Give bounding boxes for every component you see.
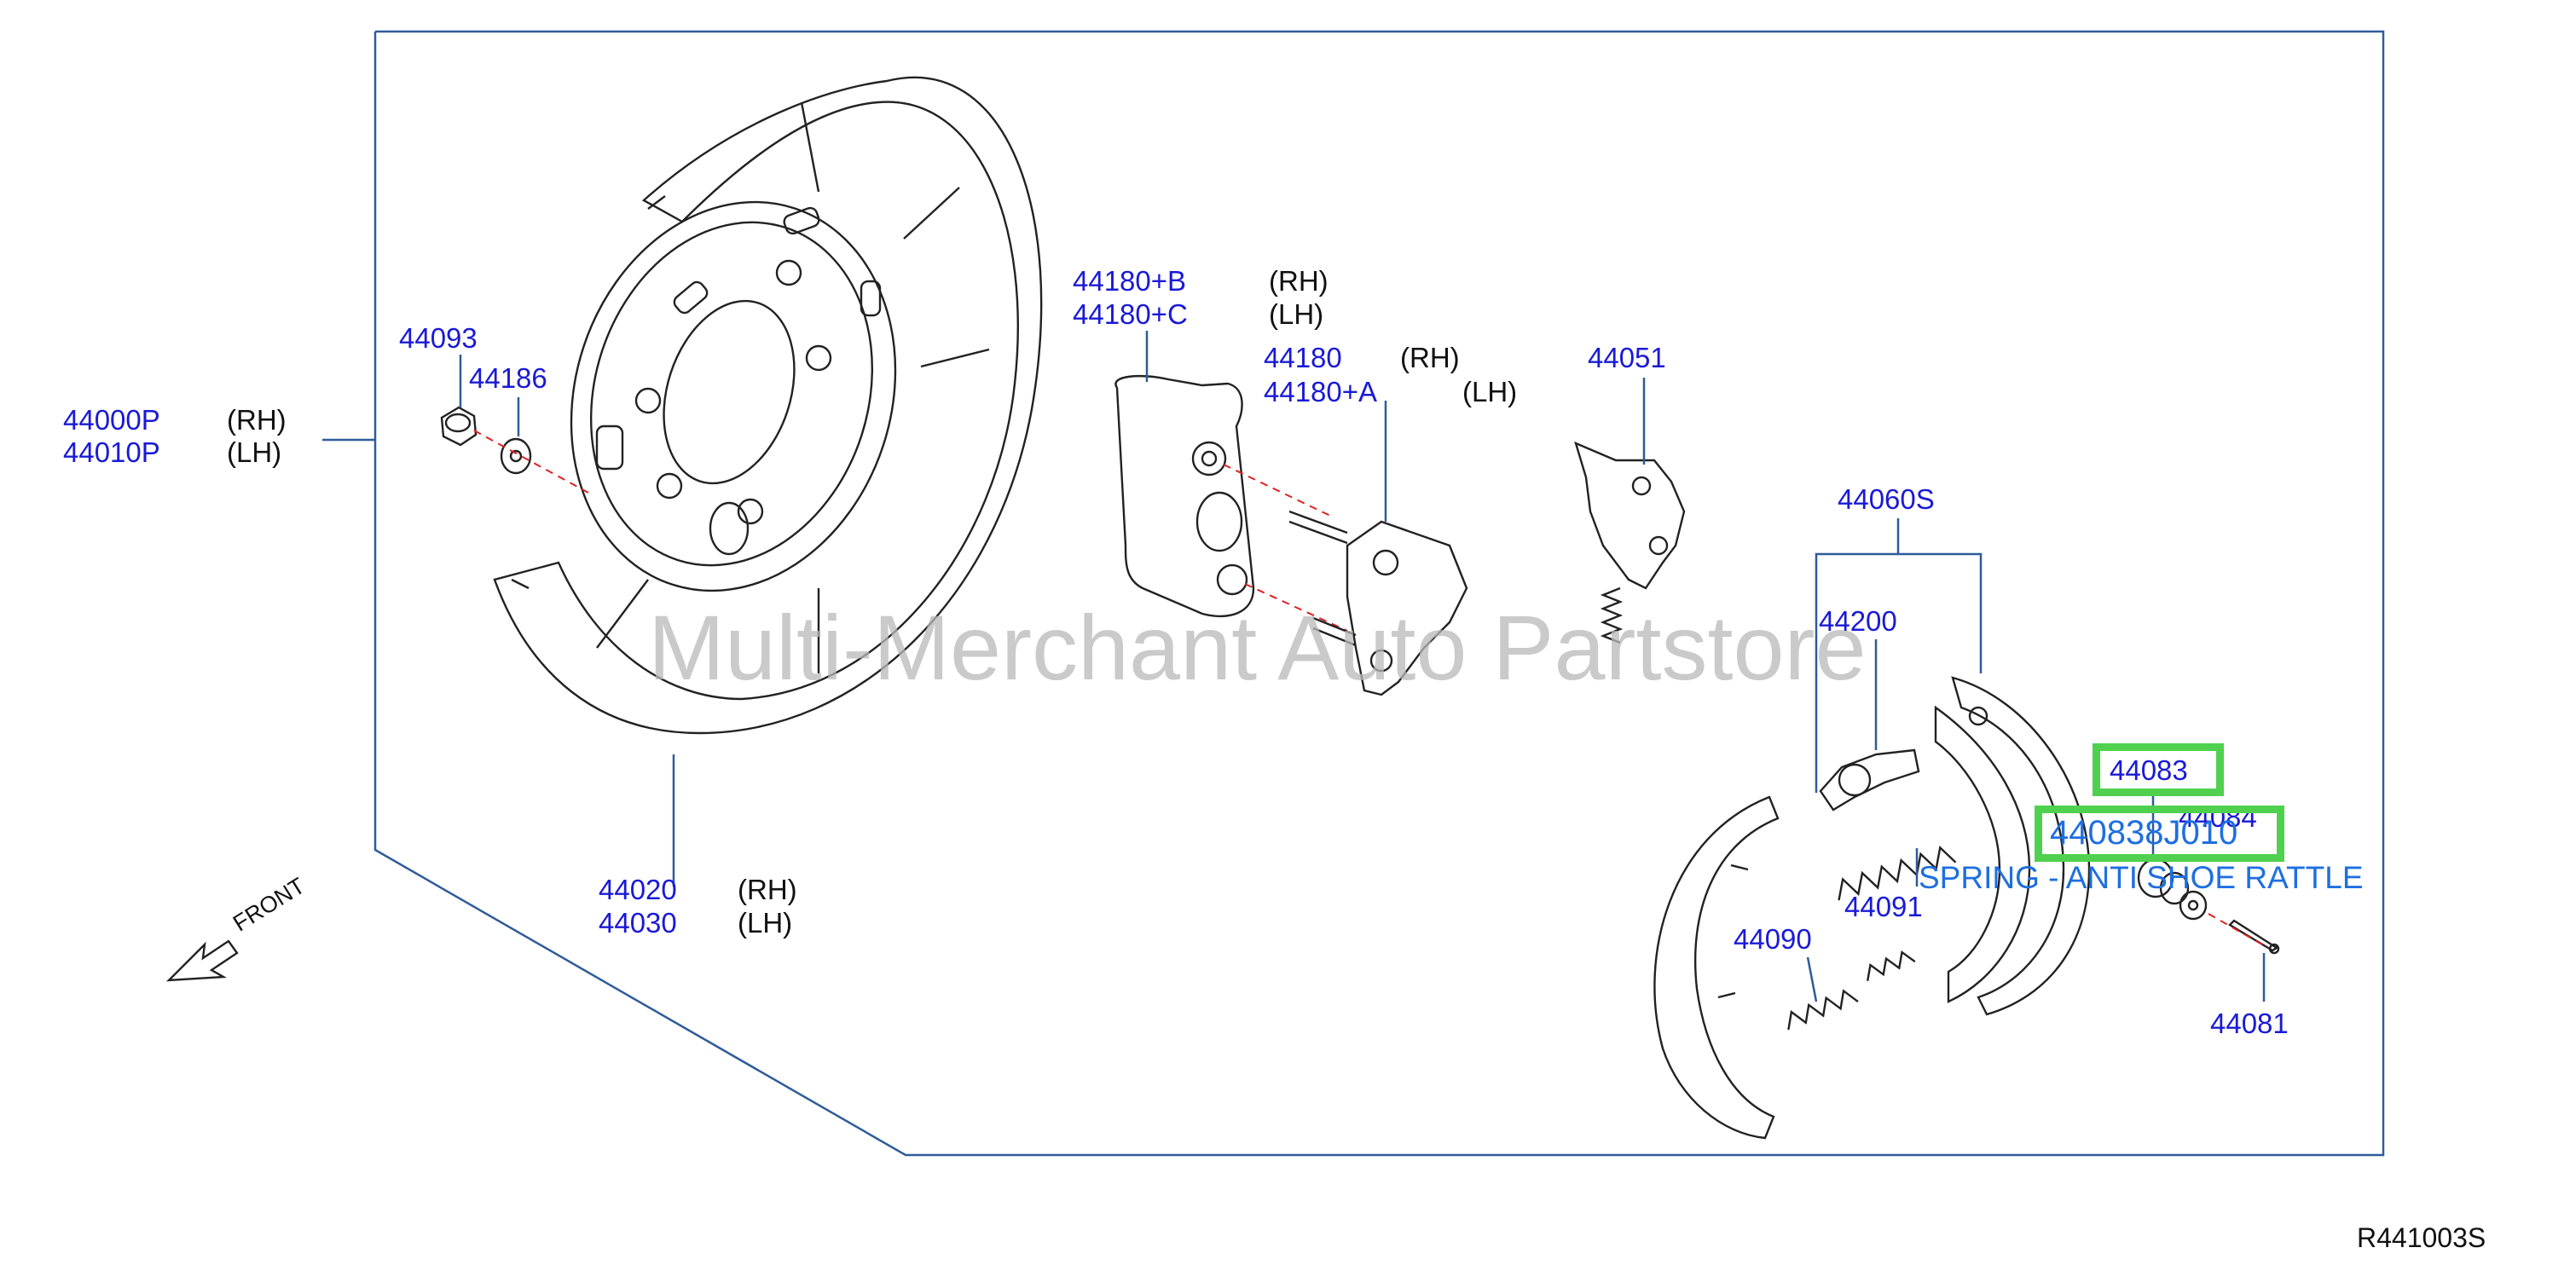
assembly-frame — [373, 30, 2385, 1157]
part-description: SPRING - ANTI SHOE RATTLE — [1919, 860, 2364, 895]
nut-washer — [440, 406, 532, 475]
label-44180C-side: (LH) — [1269, 298, 1324, 330]
leader-44090 — [1806, 956, 1818, 1002]
label-44081[interactable]: 44081 — [2210, 1008, 2289, 1039]
diagram-ref: R441003S — [2357, 1222, 2486, 1253]
highlight-box-440838J010 — [2035, 806, 2284, 862]
label-44200[interactable]: 44200 — [1819, 605, 1897, 637]
dash-bracket-2 — [1244, 583, 1348, 632]
label-44000P-side: (RH) — [227, 404, 287, 436]
brake-shoes — [1653, 676, 2091, 1140]
label-44090[interactable]: 44090 — [1734, 923, 1812, 955]
label-44186[interactable]: 44186 — [469, 362, 547, 394]
bracket-44180B — [1114, 374, 1255, 618]
label-44180-side: (RH) — [1400, 342, 1460, 373]
label-44180B[interactable]: 44180+B — [1073, 265, 1187, 297]
label-44030-side: (LH) — [738, 907, 793, 939]
caliper-44180 — [1288, 510, 1468, 696]
label-44000P[interactable]: 44000P — [63, 404, 160, 436]
label-44180A[interactable]: 44180+A — [1264, 376, 1378, 407]
adjuster-44200 — [1819, 748, 1920, 812]
label-44030[interactable]: 44030 — [599, 907, 677, 939]
front-arrow — [165, 939, 239, 982]
label-44093[interactable]: 44093 — [399, 322, 478, 354]
label-44010P-side: (LH) — [227, 436, 282, 468]
backing-plate — [493, 76, 1043, 735]
label-44091[interactable]: 44091 — [1844, 891, 1923, 922]
label-44180C[interactable]: 44180+C — [1073, 298, 1188, 330]
label-440838J010[interactable]: 440838J010 — [2050, 814, 2238, 852]
dash-retainer — [2208, 913, 2269, 949]
label-44180[interactable]: 44180 — [1264, 342, 1342, 373]
label-44083[interactable]: 44083 — [2110, 754, 2188, 786]
label-44060S[interactable]: 44060S — [1838, 483, 1935, 515]
dash-bracket-1 — [1223, 464, 1331, 517]
lever-44051 — [1574, 441, 1686, 644]
watermark: Multi-Merchant Auto Partstore — [648, 596, 1867, 699]
label-44010P[interactable]: 44010P — [63, 436, 160, 468]
spring-44090b — [1866, 950, 1916, 981]
label-44020-side: (RH) — [738, 874, 797, 905]
spring-44091 — [1838, 846, 1957, 901]
label-44180A-side: (LH) — [1462, 376, 1518, 407]
highlight-box-44083 — [2093, 743, 2224, 796]
label-44180B-side: (RH) — [1269, 265, 1329, 297]
label-44020[interactable]: 44020 — [599, 874, 677, 905]
spring-44090 — [1787, 989, 1859, 1031]
label-44051[interactable]: 44051 — [1588, 342, 1666, 373]
